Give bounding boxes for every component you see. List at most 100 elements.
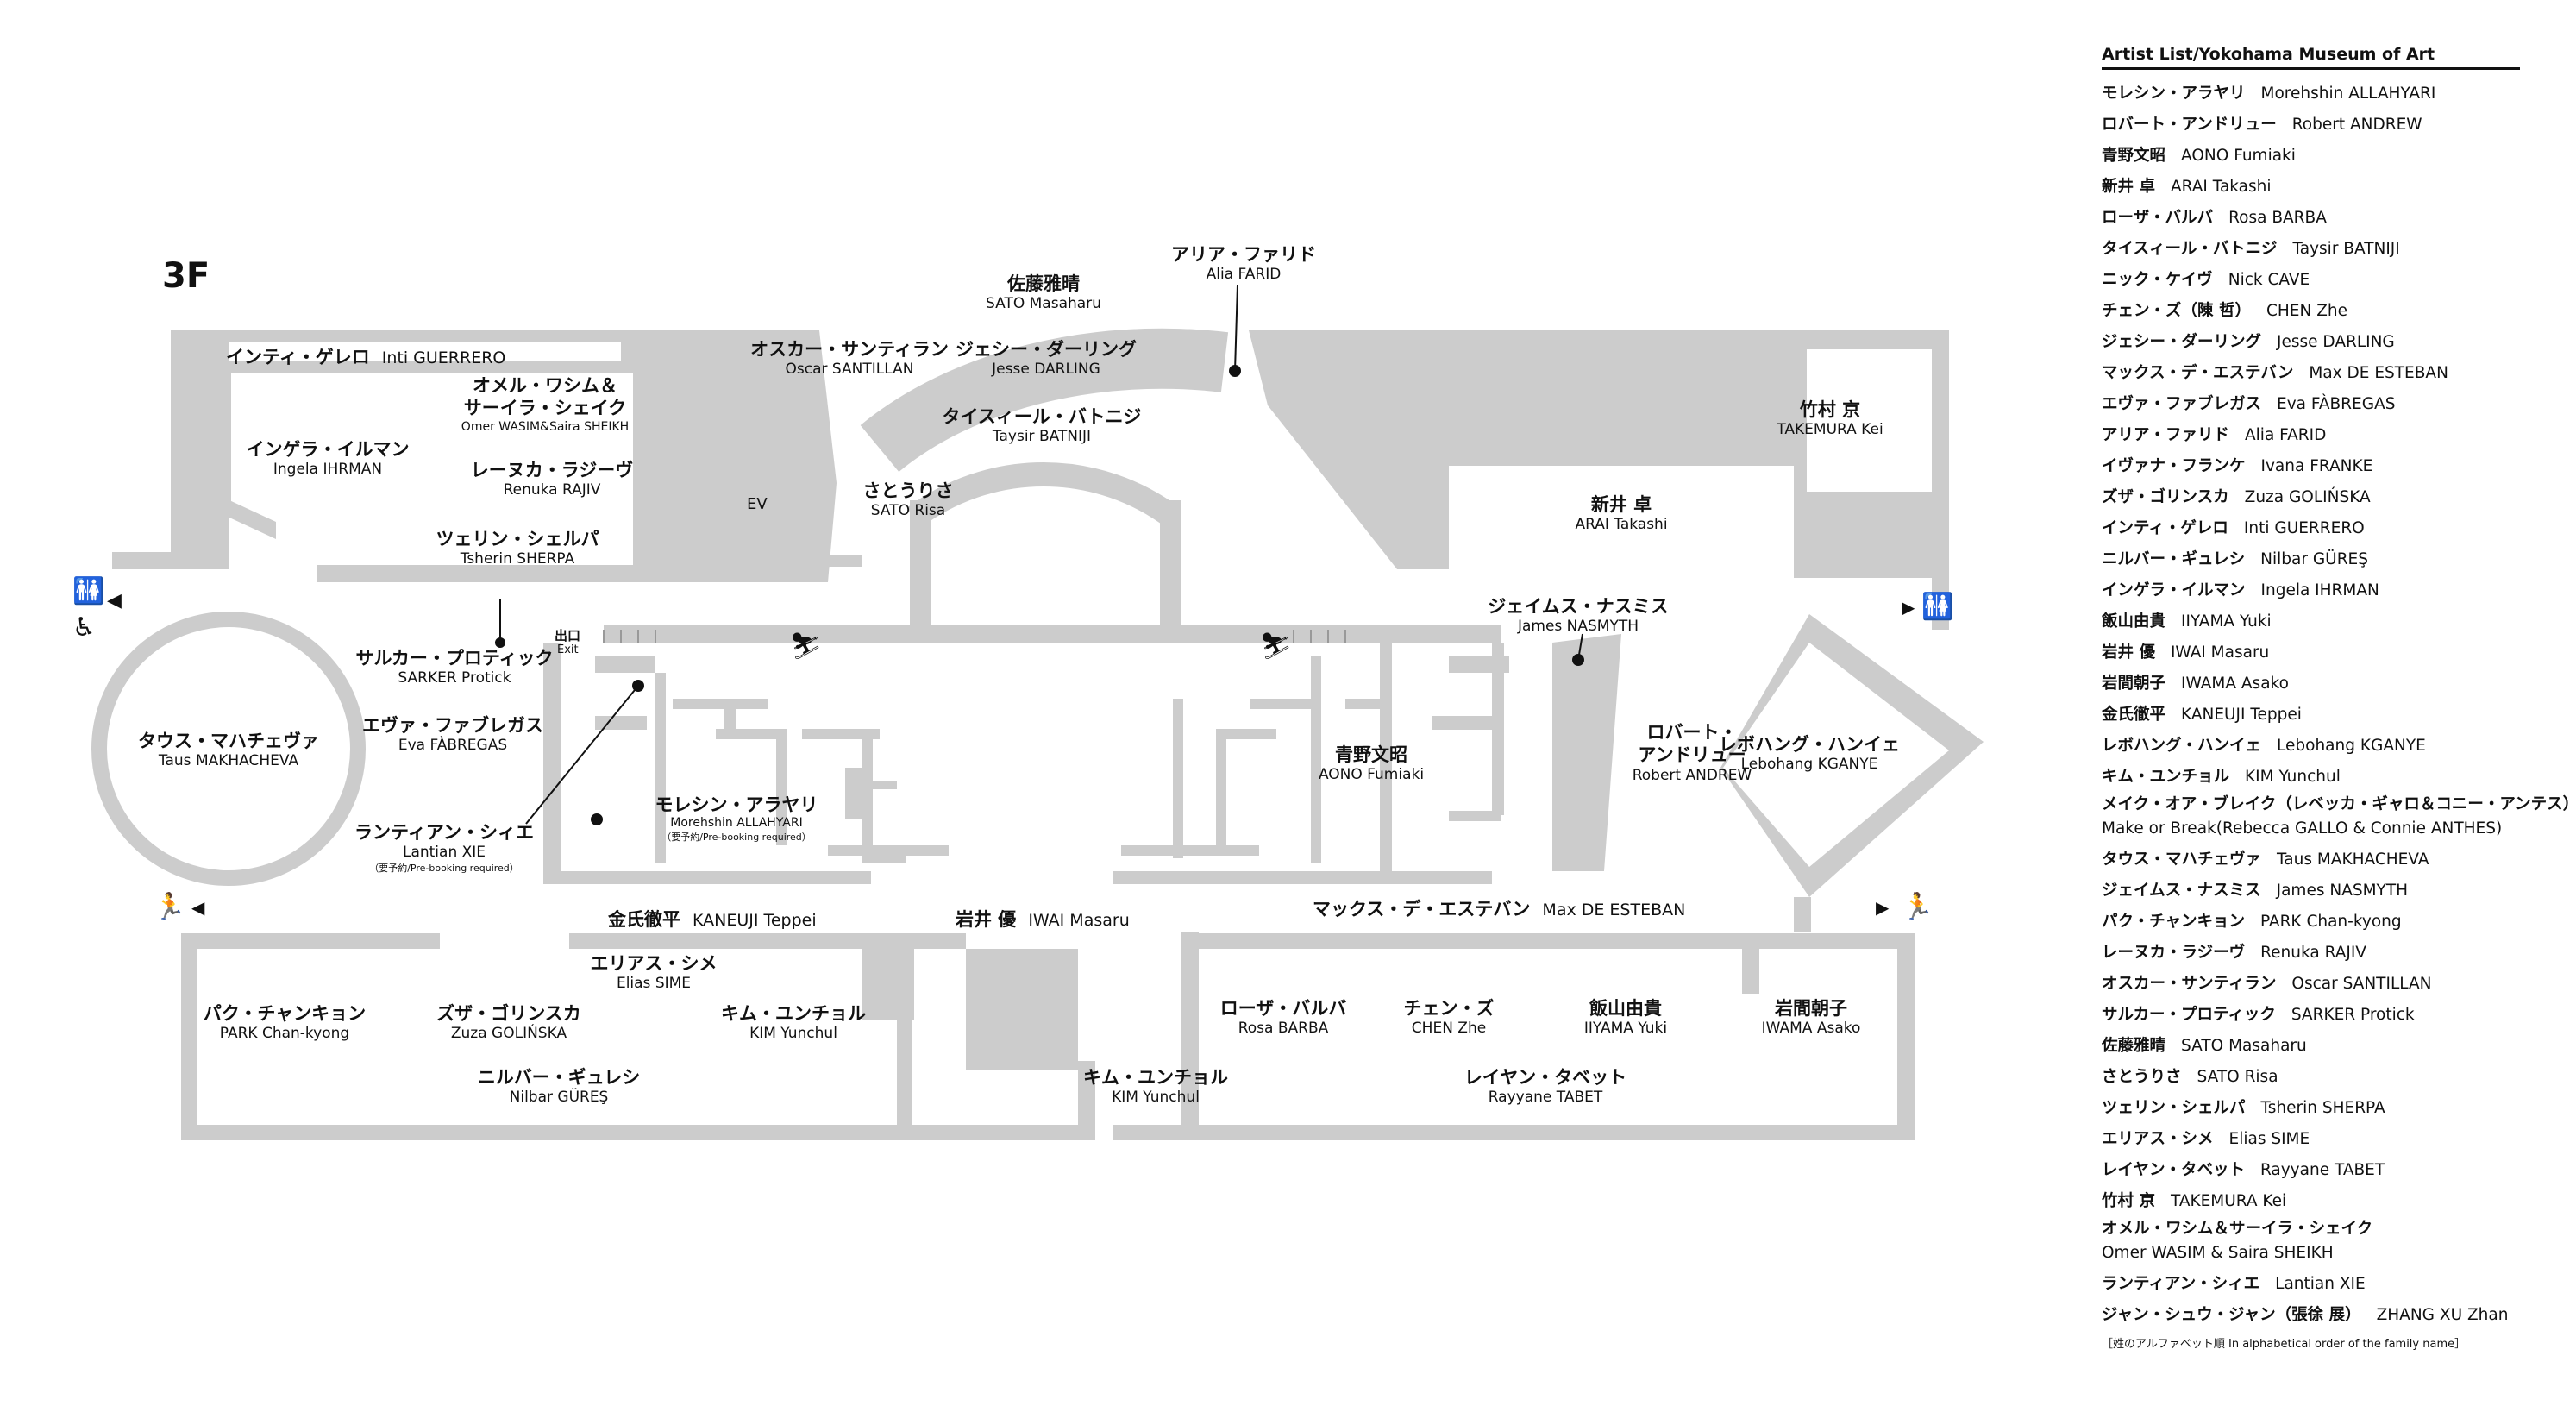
artist-name-en: Nick CAVE: [2228, 271, 2310, 289]
artist-name-ja: 新井 卓: [2102, 178, 2155, 196]
artist-name-en: Rosa BARBA: [2228, 209, 2327, 227]
exit-label-ja: 出口: [555, 628, 581, 643]
label-andrew: ロバート・ アンドリュー Robert ANDREW: [1632, 722, 1752, 784]
artist-name-en: Taysir BATNIJI: [2292, 240, 2400, 258]
artist-name-en: AONO Fumiaki: [2181, 147, 2296, 165]
artist-list-item: 新井 卓 ARAI Takashi: [2102, 172, 2524, 203]
artist-list-item: メイク・オア・ブレイク（レベッカ・ギャロ＆コニー・アンテス）Make or Br…: [2102, 793, 2576, 844]
artist-name-ja: ツェリン・シェルパ: [2102, 1099, 2246, 1117]
artist-name-en: Oscar SANTILLAN: [2291, 975, 2432, 993]
artist-name-ja: エヴァ・ファブレガス: [2102, 395, 2262, 413]
arrow-right-icon: ▶: [1876, 897, 1890, 918]
artist-name-en: Lantian XIE: [2275, 1275, 2366, 1293]
artist-list-item: タウス・マハチェヴァ Taus MAKHACHEVA: [2102, 844, 2524, 876]
artist-list-item: さとうりさ SATO Risa: [2102, 1062, 2524, 1093]
artist-list-item: レイヤン・タベット Rayyane TABET: [2102, 1155, 2524, 1186]
artist-name-ja: 岩井 優: [2102, 643, 2155, 662]
artist-name-ja: ロバート・アンドリュー: [2102, 116, 2277, 134]
emergency-exit-icon: 🏃: [1902, 892, 1934, 922]
artist-name-en: IIYAMA Yuki: [2181, 612, 2272, 631]
artist-name-en: ZHANG XU Zhan: [2376, 1306, 2509, 1324]
artist-name-en: Ingela IHRMAN: [2260, 581, 2379, 599]
artist-name-ja: ランティアン・シィエ: [2102, 1275, 2260, 1293]
artist-name-en: Lebohang KGANYE: [2277, 737, 2426, 755]
circular-gallery-wall: [91, 612, 366, 886]
artist-name-en: Robert ANDREW: [2291, 116, 2422, 134]
artist-name-en: Make or Break(Rebecca GALLO & Connie ANT…: [2102, 819, 2503, 838]
artist-list-item: ロバート・アンドリュー Robert ANDREW: [2102, 110, 2524, 141]
arrow-right-icon: ▶: [1902, 597, 1915, 618]
pointers: [495, 284, 1584, 825]
artist-name-ja: アリア・ファリド: [2102, 426, 2230, 444]
escalator-icon: ⛷: [1259, 631, 1293, 662]
escalator-icon: ⛷: [789, 631, 823, 662]
artist-name-en: SATO Risa: [2197, 1068, 2278, 1086]
arrow-left-icon: ◀: [107, 590, 122, 612]
artist-name-ja: 岩間朝子: [2102, 675, 2166, 693]
artist-name-ja: レイヤン・タベット: [2102, 1161, 2245, 1179]
artist-name-ja: パク・チャンキョン: [2102, 913, 2245, 931]
stairs: [603, 630, 1346, 643]
artist-name-ja: キム・ユンチョル: [2102, 768, 2230, 786]
artist-name-ja: 金氏徹平: [2102, 706, 2166, 724]
artist-name-ja: タウス・マハチェヴァ: [2102, 851, 2262, 869]
artist-name-en: KANEUJI Teppei: [2181, 706, 2302, 724]
artist-name-en: Alia FARID: [2245, 426, 2327, 444]
artist-list-item: アリア・ファリド Alia FARID: [2102, 420, 2524, 451]
artist-name-en: Ivana FRANKE: [2260, 457, 2373, 475]
artist-name-ja: さとうりさ: [2102, 1068, 2182, 1086]
artist-name-ja: ジェイムス・ナスミス: [2102, 882, 2261, 900]
arc-gallery-outer: [860, 328, 1229, 473]
artist-name-ja: ズザ・ゴリンスカ: [2102, 488, 2229, 506]
artist-name-en: ARAI Takashi: [2170, 178, 2272, 196]
elevator-label: EV: [747, 495, 768, 513]
artist-name-ja: 飯山由貴: [2102, 612, 2166, 631]
artist-name-en: Taus MAKHACHEVA: [2277, 851, 2429, 869]
artist-list-item: ランティアン・シィエ Lantian XIE: [2102, 1269, 2524, 1300]
artist-name-ja: エリアス・シメ: [2102, 1130, 2214, 1148]
artist-name-ja: サルカー・プロティック: [2102, 1006, 2276, 1024]
artist-name-ja: ジェシー・ダーリング: [2102, 333, 2262, 351]
artist-name-ja: ジャン・シュウ・ジャン（張徐 展）: [2102, 1306, 2361, 1324]
artist-name-ja: チェン・ズ（陳 哲）: [2102, 302, 2251, 320]
artist-name-en: Rayyane TABET: [2259, 1161, 2385, 1179]
arc-gallery-inner: [906, 462, 1181, 528]
walls: [112, 330, 1984, 1140]
artist-list-item: 金氏徹平 KANEUJI Teppei: [2102, 700, 2524, 731]
artist-name-ja: オメル・ワシム＆サーイラ・シェイク: [2102, 1220, 2373, 1238]
